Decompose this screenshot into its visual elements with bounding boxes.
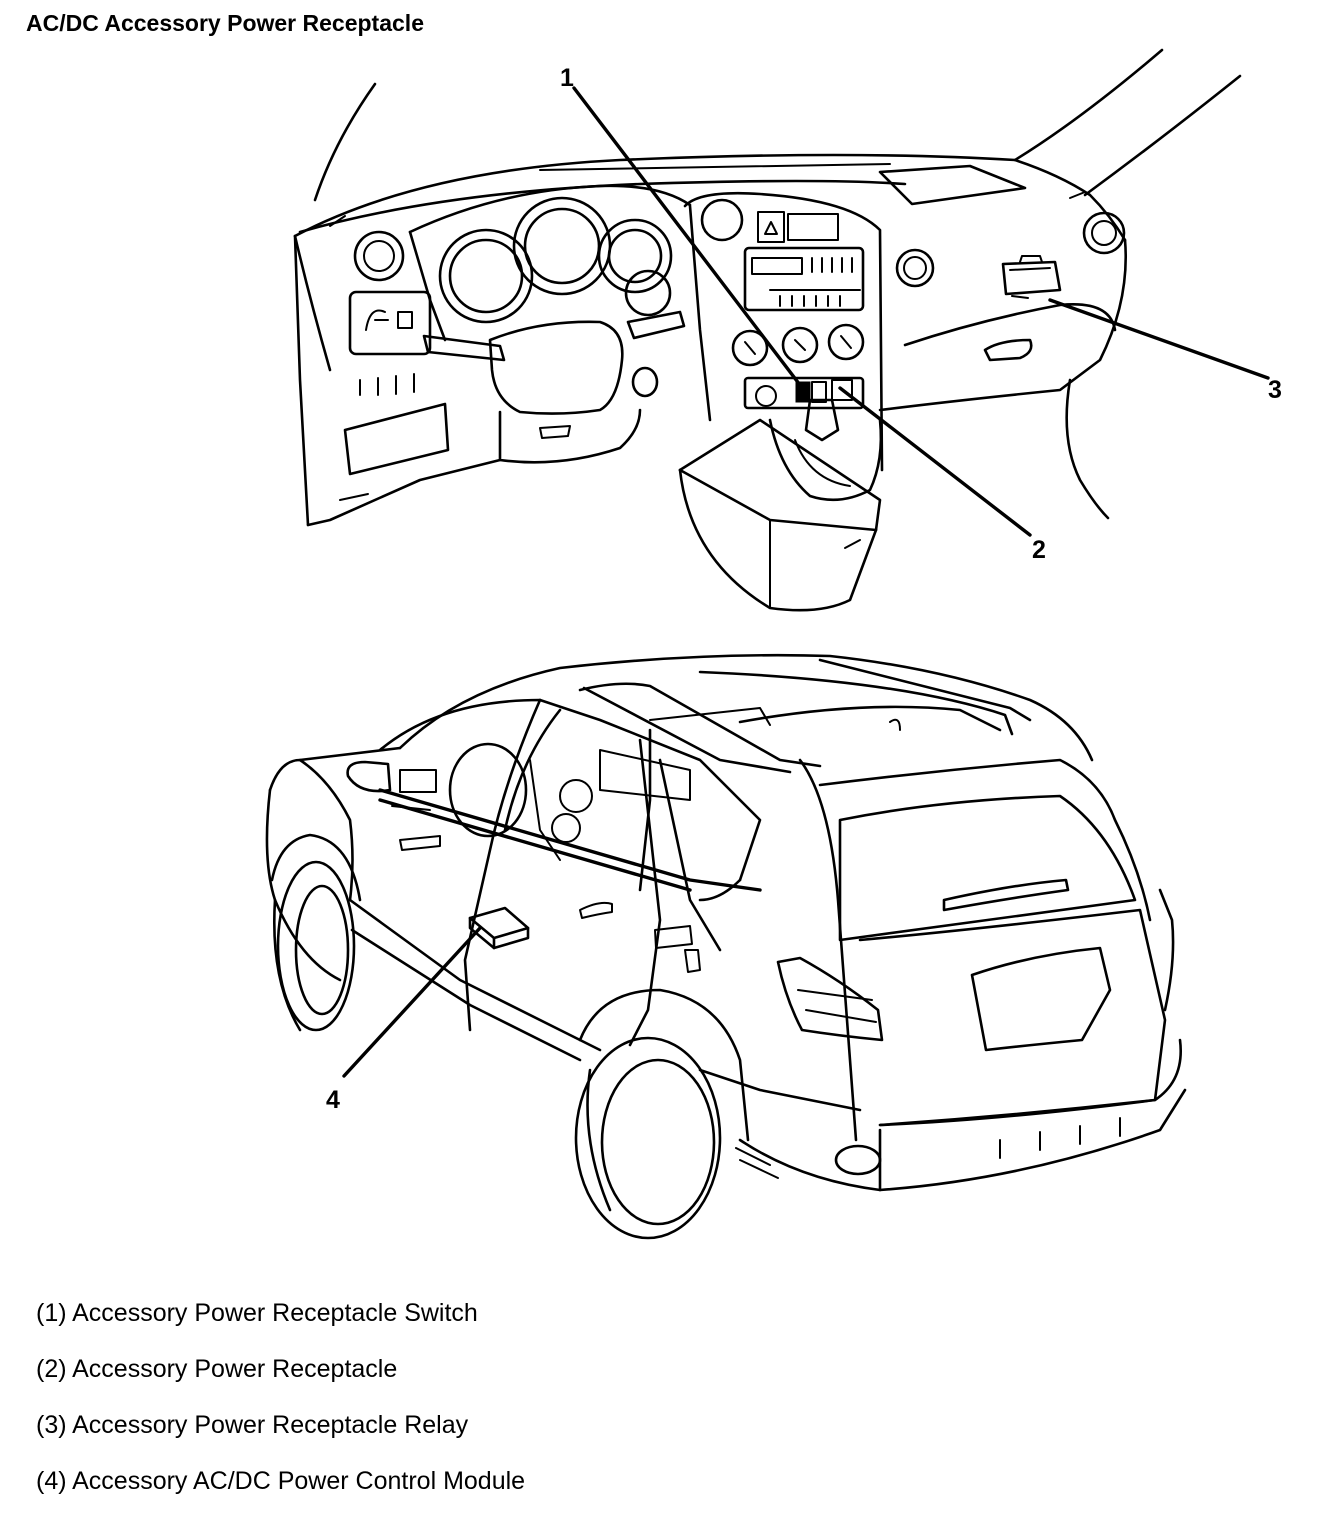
callout-3: 3 [1268, 376, 1282, 404]
leader-lines-dashboard [572, 86, 1270, 537]
diagram: 1 2 3 4 [265, 48, 1282, 1240]
legend-item-1: (1) Accessory Power Receptacle Switch [36, 1299, 478, 1327]
callout-4: 4 [326, 1086, 340, 1114]
leader-line-vehicle [342, 926, 482, 1078]
legend-item-3: (3) Accessory Power Receptacle Relay [36, 1411, 469, 1439]
callout-1: 1 [560, 64, 574, 92]
callout-2: 2 [1032, 536, 1046, 564]
legend: (1) Accessory Power Receptacle Switch (2… [36, 1296, 525, 1520]
page-title: AC/DC Accessory Power Receptacle [26, 10, 424, 36]
vehicle-illustration [265, 653, 1187, 1240]
dashboard-illustration [293, 48, 1242, 612]
legend-item-4: (4) Accessory AC/DC Power Control Module [36, 1467, 526, 1495]
legend-item-2: (2) Accessory Power Receptacle [36, 1355, 398, 1383]
